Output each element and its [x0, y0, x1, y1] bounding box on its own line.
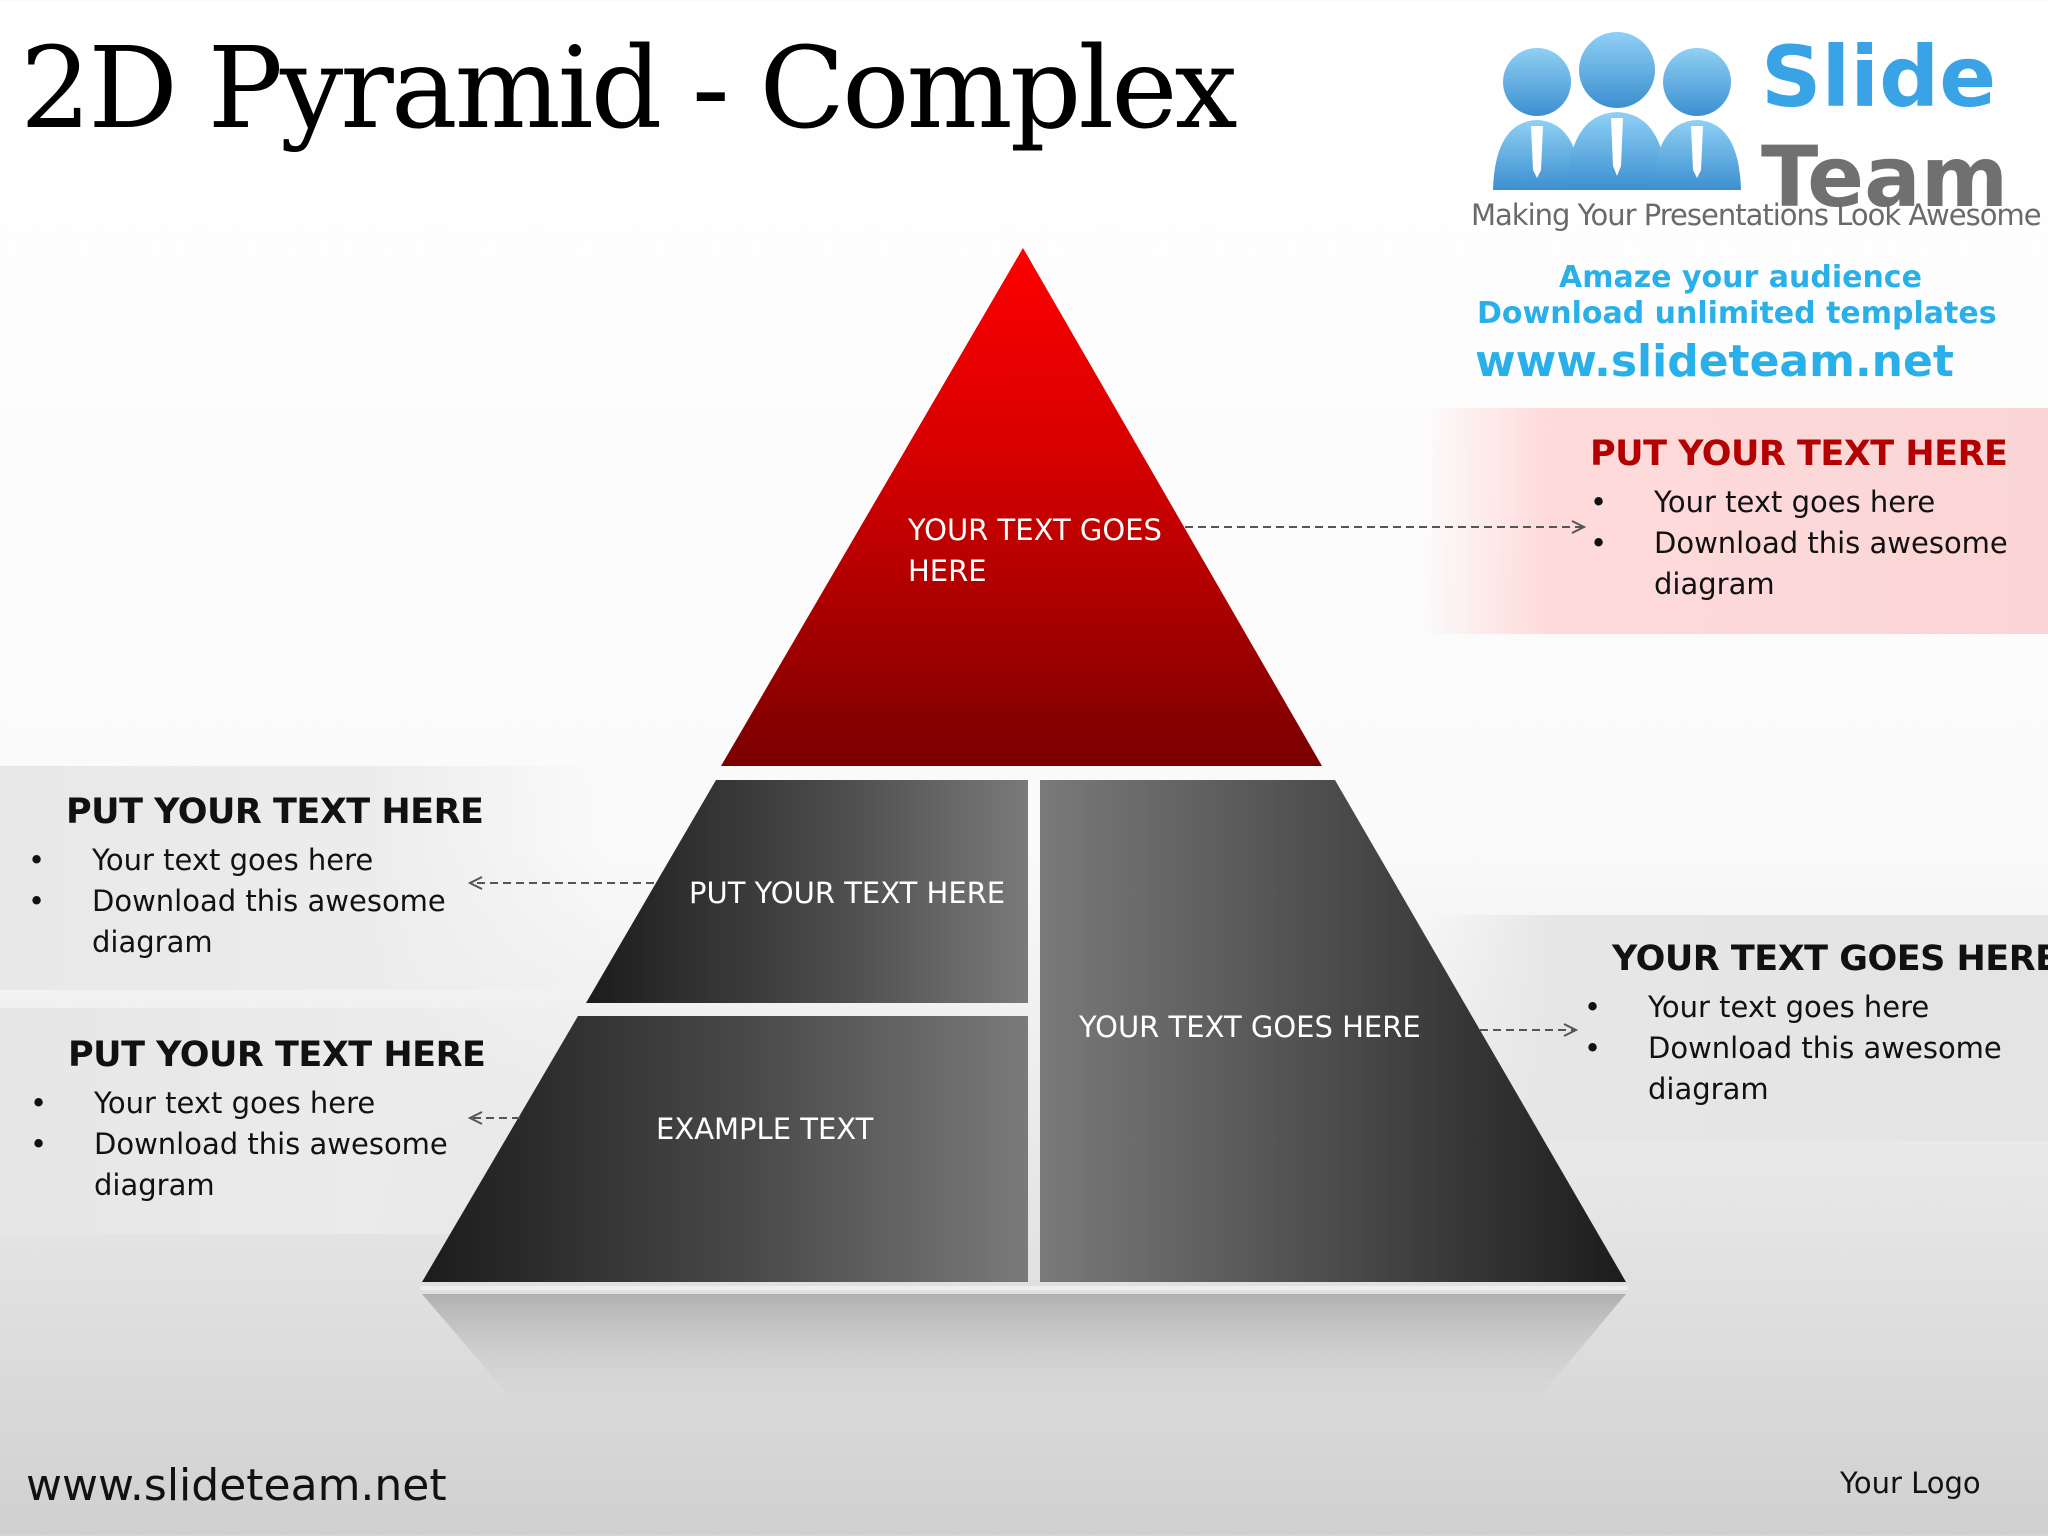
- callout-top-right: PUT YOUR TEXT HERE Your text goes here D…: [1590, 434, 2030, 605]
- logo-word-team: Team: [1761, 128, 2009, 226]
- callout-low-left: PUT YOUR TEXT HERE Your text goes here D…: [30, 1035, 486, 1206]
- logo-word-slide: Slide: [1761, 28, 1997, 126]
- people-icon: [1493, 32, 1741, 190]
- list-item: diagram: [1654, 567, 1775, 601]
- callout-mid-left-heading: PUT YOUR TEXT HERE: [66, 792, 484, 832]
- list-item: diagram: [1648, 1072, 1769, 1106]
- list-item: Download this awesome: [1590, 523, 2030, 564]
- list-item: Download this awesome: [28, 881, 448, 922]
- slideteam-logo: Slide Team Making Your Presentations Loo…: [1465, 20, 2042, 387]
- callout-mid-right: YOUR TEXT GOES HERE Your text goes here …: [1584, 939, 2048, 1110]
- pyramid-low-left-segment: [422, 1016, 1028, 1282]
- logo-line-url: www.slideteam.net: [1475, 336, 1954, 387]
- pyramid-right-label: YOUR TEXT GOES HERE: [1079, 1010, 1421, 1044]
- list-item: Your text goes here: [28, 840, 448, 881]
- list-item: Your text goes here: [1584, 987, 2024, 1028]
- callout-mid-left-list: Your text goes here Download this awesom…: [28, 840, 448, 963]
- callout-low-left-heading: PUT YOUR TEXT HERE: [68, 1035, 486, 1075]
- pyramid-low-left-label: EXAMPLE TEXT: [656, 1112, 874, 1146]
- pyramid-reflection: [422, 1294, 1626, 1420]
- pyramid-top-segment: [721, 248, 1322, 766]
- list-item: Your text goes here: [30, 1083, 450, 1124]
- pyramid-top-label: YOUR TEXT GOES HERE: [908, 510, 1162, 592]
- logo-tagline: Making Your Presentations Look Awesome: [1471, 198, 2042, 232]
- list-item: diagram: [92, 925, 213, 959]
- callout-top-right-list: Your text goes here Download this awesom…: [1590, 482, 2030, 605]
- callout-low-left-list: Your text goes here Download this awesom…: [30, 1083, 450, 1206]
- list-item: Download this awesome: [1584, 1028, 2024, 1069]
- list-item: diagram: [94, 1168, 215, 1202]
- pyramid-top-label-line1: YOUR TEXT GOES: [908, 513, 1162, 547]
- callout-mid-left: PUT YOUR TEXT HERE Your text goes here D…: [28, 792, 484, 963]
- list-item: Your text goes here: [1590, 482, 2030, 523]
- callout-mid-right-heading: YOUR TEXT GOES HERE: [1612, 939, 2048, 979]
- footer-logo-placeholder: Your Logo: [1840, 1466, 1981, 1500]
- logo-line-amaze: Amaze your audience: [1559, 260, 1922, 295]
- slide-title: 2D Pyramid - Complex: [20, 24, 1238, 154]
- pyramid-mid-left-segment: [586, 780, 1028, 1003]
- pyramid-mid-left-label: PUT YOUR TEXT HERE: [689, 876, 1006, 910]
- footer-url: www.slideteam.net: [26, 1460, 447, 1511]
- logo-line-download: Download unlimited templates: [1477, 296, 1997, 331]
- callout-top-right-heading: PUT YOUR TEXT HERE: [1590, 434, 2008, 474]
- pyramid-top-label-line2: HERE: [908, 554, 987, 588]
- callout-mid-right-list: Your text goes here Download this awesom…: [1584, 987, 2024, 1110]
- pyramid-right-segment: [1040, 780, 1626, 1282]
- list-item: Download this awesome: [30, 1124, 450, 1165]
